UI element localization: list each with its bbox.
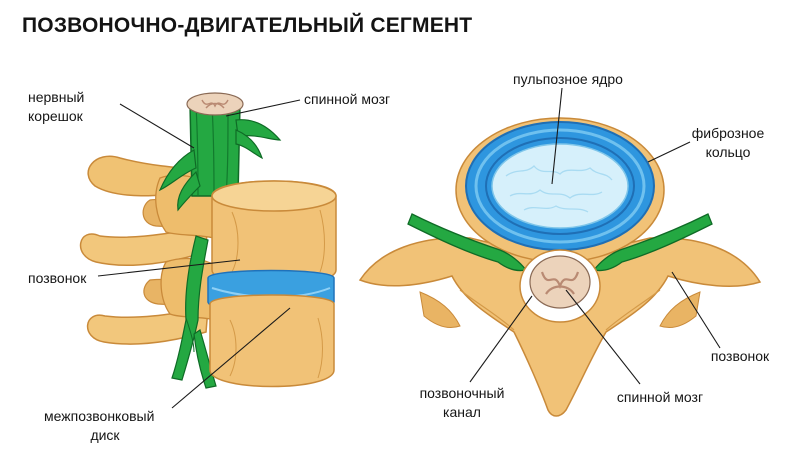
leader-disc: [171, 307, 291, 409]
nucleus-pulposus: [491, 143, 629, 229]
label-disc-line2: диск: [90, 427, 120, 443]
label-annulus-line2: кольцо: [706, 144, 751, 160]
label-nerve-root-line2: корешок: [28, 108, 84, 124]
lateral-view: [79, 92, 337, 389]
label-canal-line2: канал: [443, 404, 481, 420]
axial-view: [358, 117, 762, 417]
leader-vertebra-left: [97, 259, 241, 277]
label-vertebra-right: позвонок: [711, 348, 770, 364]
spinal-nerves-axial: [407, 213, 713, 272]
label-canal-line1: позвоночный: [420, 385, 505, 401]
leader-nucleus: [551, 87, 563, 185]
leader-vertebra-right: [671, 271, 721, 349]
leader-nerve-root: [119, 103, 195, 149]
label-nerve-root-line1: нервный: [28, 89, 84, 105]
label-spinal-cord-left: спинной мозг: [304, 91, 390, 107]
lower-vertebral-body: [209, 294, 335, 388]
page-title: ПОЗВОНОЧНО-ДВИГАТЕЛЬНЫЙ СЕГМЕНТ: [22, 14, 473, 37]
leader-lines: [97, 87, 721, 409]
leader-canal: [469, 295, 533, 383]
leader-spinal-cord-right: [565, 289, 641, 385]
label-nucleus: пульпозное ядро: [513, 71, 623, 87]
nerve-structures: [158, 92, 282, 389]
spinal-cord-axial: [519, 249, 601, 323]
label-annulus-line1: фиброзное: [692, 125, 765, 141]
label-spinal-cord-right: спинной мозг: [617, 389, 703, 405]
labels: нервный корешок спинной мозг позвонок ме…: [28, 71, 770, 443]
label-vertebra-left: позвонок: [28, 270, 87, 286]
leader-spinal-cord-left: [225, 99, 301, 117]
leader-annulus: [647, 141, 691, 163]
label-disc-line1: межпозвонковый: [44, 408, 154, 424]
upper-vertebral-body: [211, 180, 337, 286]
